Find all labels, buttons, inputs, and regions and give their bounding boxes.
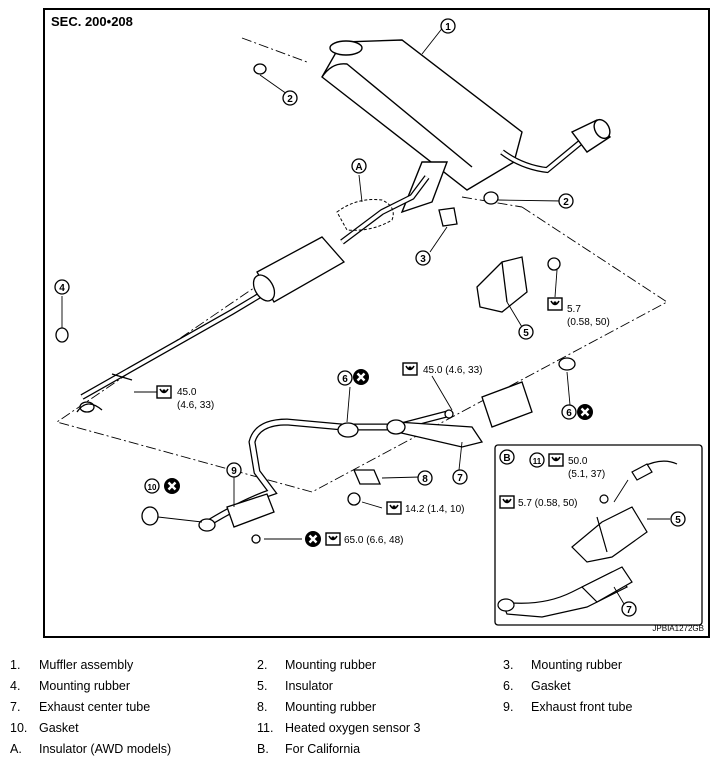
mounting-rubber-8 (347, 469, 381, 506)
inset-torque-sensor-sub: (5.1, 37) (568, 469, 605, 480)
torque-center-pipe-sub: (4.6, 33) (177, 400, 214, 411)
callout-6-right: 6 (566, 408, 572, 419)
torque-insulator-sub: (0.58, 50) (567, 317, 610, 328)
callout-10: 10 (148, 483, 157, 492)
gaskets (141, 357, 576, 544)
mounting-rubbers (55, 63, 499, 343)
insulator-5 (476, 256, 561, 313)
torque-mount-8: 14.2 (1.4, 10) (405, 504, 464, 515)
callout-5: 5 (523, 328, 529, 339)
inset-torque-insulator: 5.7 (0.58, 50) (518, 498, 577, 509)
callout-9: 9 (231, 466, 237, 477)
callout-2-right: 2 (563, 197, 569, 208)
callout-1: 1 (445, 22, 451, 33)
section-title: SEC. 200•208 (51, 14, 133, 29)
torque-center-pipe: 45.0 (177, 387, 197, 398)
torque-front-tube: 65.0 (6.6, 48) (344, 535, 403, 546)
callout-7: 7 (457, 473, 463, 484)
figure-code: JPBIA1272GB (652, 624, 704, 633)
torque-gasket: 45.0 (4.6, 33) (423, 365, 482, 376)
diagram-frame: SEC. 200•208 (43, 8, 710, 638)
muffler-assembly (321, 39, 612, 214)
inset-callout-7: 7 (626, 605, 632, 616)
callout-circles (54, 18, 577, 494)
callout-a: A (355, 162, 362, 173)
assembly-plane-outline (55, 37, 668, 493)
torque-insulator: 5.7 (567, 304, 581, 315)
callout-2-top: 2 (287, 94, 293, 105)
exhaust-center-pipe (76, 175, 430, 413)
callout-b: B (503, 453, 510, 464)
front-and-center-tubes (198, 381, 533, 532)
exhaust-diagram: 1 2 2 3 4 A 5 6 6 7 8 9 10 5.7 (0.58, 50… (54, 18, 703, 626)
callout-3: 3 (420, 254, 426, 265)
callout-8: 8 (422, 474, 428, 485)
inset-b: B 11 50.0 (5.1, 37) 5.7 (0.58, 50) (494, 444, 703, 626)
inset-callout-5: 5 (675, 515, 681, 526)
inset-torque-sensor: 50.0 (568, 456, 588, 467)
leader-lines (61, 25, 571, 540)
inset-callout-11: 11 (533, 457, 542, 466)
callout-4: 4 (59, 283, 65, 294)
callout-6-left: 6 (342, 374, 348, 385)
insulator-a-outline (336, 199, 394, 231)
